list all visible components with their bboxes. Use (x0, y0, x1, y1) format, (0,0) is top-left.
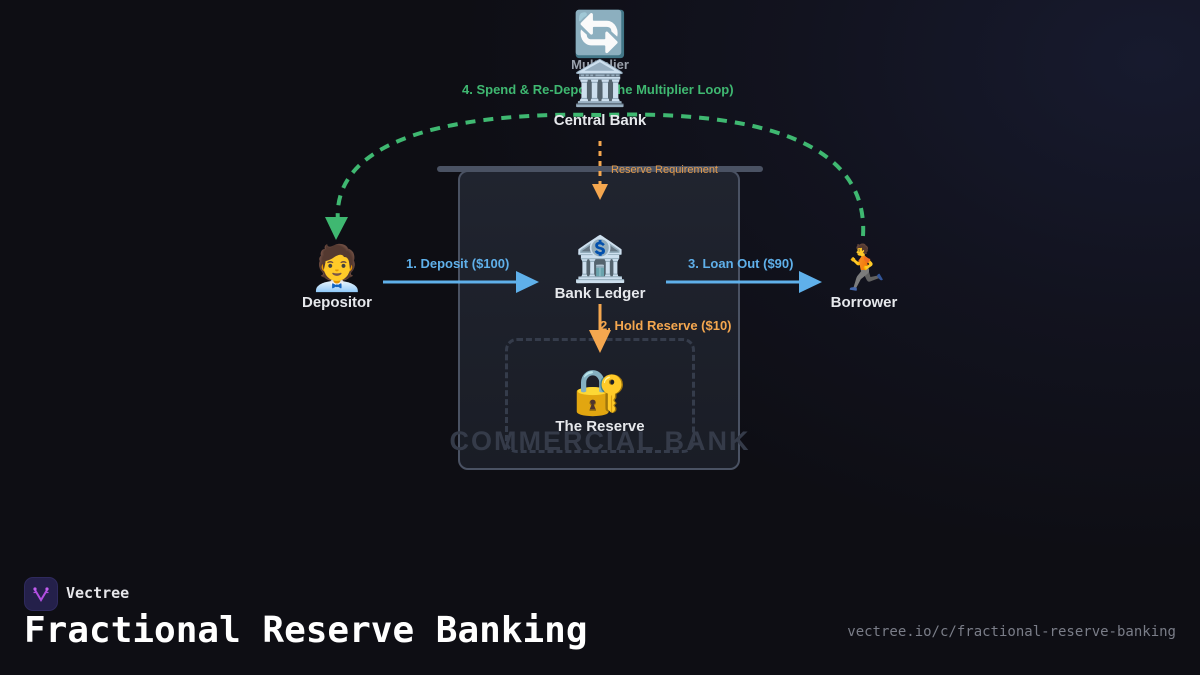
bank-ledger-node: 🏦 Bank Ledger (555, 235, 646, 303)
brand-name: Vectree (66, 584, 130, 602)
multiplier-node: 🔄 Multiplier (571, 10, 629, 78)
vectree-logo-icon (33, 587, 49, 602)
running-person-icon: 🏃 (836, 244, 892, 293)
multiplier-label: Multiplier (571, 57, 629, 72)
reserve-label: The Reserve (555, 418, 645, 435)
bank-ledger-label: Bank Ledger (554, 285, 646, 302)
page-url[interactable]: vectree.io/c/fractional-reserve-banking (847, 624, 1176, 640)
reserve-requirement-label: Reserve Requirement (611, 164, 718, 176)
multiplier-loop-arrowhead (325, 217, 348, 240)
deposit-label: 1. Deposit ($100) (406, 256, 510, 271)
repeat-icon: 🔄 (572, 10, 628, 59)
bank-icon: 🏦 (572, 235, 628, 284)
borrower-node: 🏃 Borrower (831, 244, 898, 312)
classical-building-icon: 🏛️ (572, 59, 628, 108)
depositor-label: Depositor (301, 294, 373, 311)
multiplier-loop-label: 4. Spend & Re-Deposit (The Multiplier Lo… (462, 82, 734, 97)
loan-out-label: 3. Loan Out ($90) (688, 256, 794, 271)
depositor-node: 🧑‍💼 Depositor (302, 244, 372, 312)
multiplier-loop-edge (335, 112, 866, 237)
hold-reserve-label: 2. Hold Reserve ($10) (600, 318, 732, 333)
commercial-bank-label: COMMERCIAL BANK (449, 426, 751, 456)
deposit-arrowhead (516, 271, 539, 293)
reserve-node: 🔐 The Reserve (555, 368, 644, 436)
central-bank-label: Central Bank (553, 112, 647, 129)
reserve-requirement-arrowhead (592, 184, 608, 200)
lock-with-key-icon: 🔐 (572, 368, 628, 417)
borrower-label: Borrower (830, 294, 898, 311)
central-bank-node: 🏛️ Central Bank (554, 56, 647, 130)
bank-container-top-bar (437, 166, 763, 172)
vectree-logo (24, 577, 58, 611)
page-title: Fractional Reserve Banking (24, 610, 588, 651)
hold-reserve-arrowhead (589, 330, 611, 353)
person-icon: 🧑‍💼 (309, 244, 365, 293)
loan-out-arrowhead (799, 271, 822, 293)
